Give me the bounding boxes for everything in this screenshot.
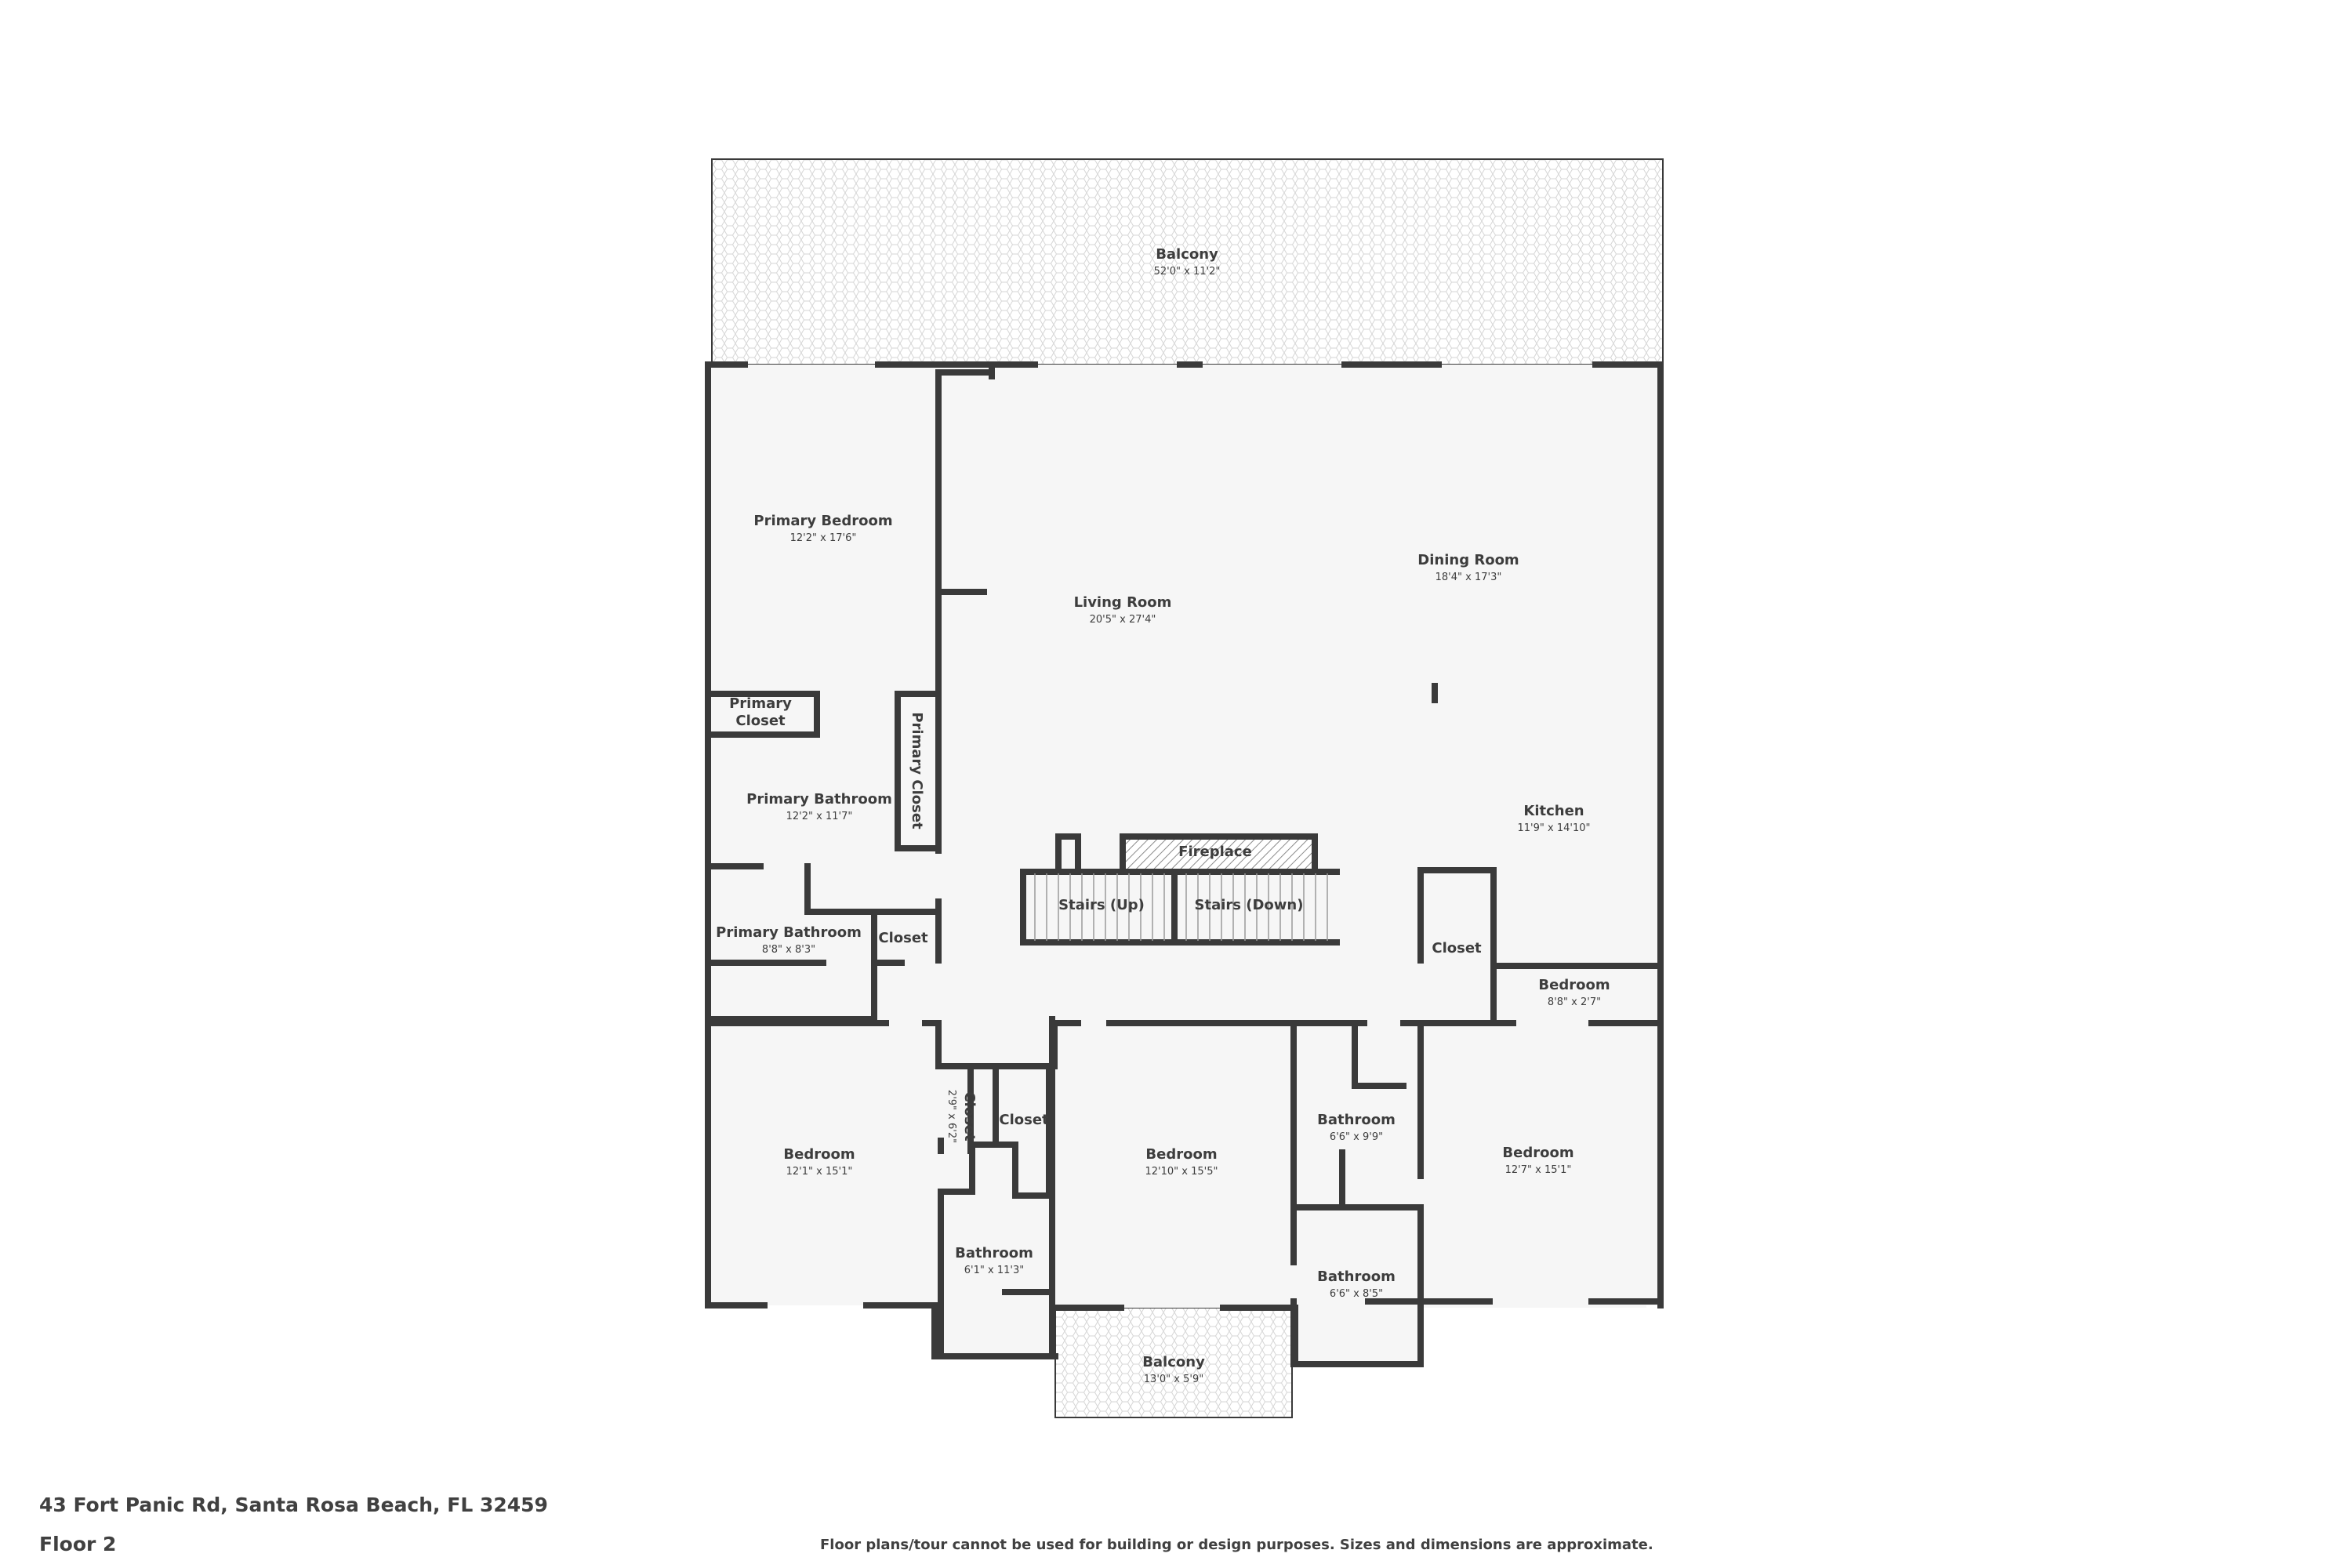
room-name-living-room: Living Room [1074,594,1172,611]
room-name-bedroom-middle: Bedroom [1145,1146,1217,1163]
room-labels: Balcony 52'0" x 11'2" Primary Bedroom 12… [716,246,1610,1385]
room-name-closet-hall: Closet [878,930,928,946]
room-dims-bedroom-right: 12'7" x 15'1" [1505,1164,1572,1176]
room-dims-bathroom-mid-lower: 6'6" x 8'5" [1330,1288,1383,1300]
fireplace-block [1120,833,1318,875]
balcony-top-area [711,158,1664,365]
room-dims-bedroom-middle: 12'10" x 15'5" [1145,1166,1218,1178]
room-name-primary-closet-small-l2: Closet [735,713,786,729]
room-name-primary-closet-vertical: Primary Closet [909,712,925,829]
room-name-bathroom-mid-lower: Bathroom [1317,1269,1396,1285]
room-name-balcony-top: Balcony [1156,246,1218,263]
room-dims-living-room: 20'5" x 27'4" [1090,614,1156,626]
room-dims-bathroom-mid-upper: 6'6" x 9'9" [1330,1131,1383,1143]
room-name-stairs-down: Stairs (Down) [1195,897,1304,913]
stair-treads [1034,873,1328,941]
room-name-bathroom-mid-upper: Bathroom [1317,1112,1396,1128]
room-name-dining-room: Dining Room [1417,552,1519,568]
room-name-primary-bathroom-1: Primary Bathroom [746,791,892,808]
room-dims-primary-bathroom-2: 8'8" x 8'3" [762,944,815,956]
room-name-primary-closet-small-l1: Primary [729,695,792,712]
balcony-bottom-area [1054,1307,1293,1418]
room-name-closet-mid: Closet [999,1112,1049,1128]
room-name-primary-bathroom-2: Primary Bathroom [716,924,862,941]
room-name-primary-bedroom: Primary Bedroom [753,513,892,529]
room-name-balcony-bottom: Balcony [1142,1354,1205,1370]
room-dims-bathroom-left: 6'1" x 11'3" [964,1265,1024,1276]
room-name-closet-narrow: Closet [961,1091,978,1142]
room-dims-kitchen: 11'9" x 14'10" [1518,822,1591,834]
room-dims-primary-bedroom: 12'2" x 17'6" [790,532,857,544]
property-address: 43 Fort Panic Rd, Santa Rosa Beach, FL 3… [39,1494,548,1516]
room-name-bedroom-right: Bedroom [1502,1145,1573,1161]
room-dims-bedroom-small: 8'8" x 2'7" [1548,996,1601,1008]
room-name-fireplace: Fireplace [1178,844,1252,860]
room-dims-closet-narrow: 2'9" x 6'2" [946,1090,957,1143]
floor-label: Floor 2 [39,1533,117,1555]
room-dims-primary-bathroom-1: 12'2" x 11'7" [786,811,853,822]
room-dims-balcony-bottom: 13'0" x 5'9" [1144,1374,1203,1385]
room-name-bathroom-left: Bathroom [955,1245,1033,1261]
room-dims-balcony-top: 52'0" x 11'2" [1154,266,1221,278]
room-dims-dining-room: 18'4" x 17'3" [1436,572,1502,583]
room-name-kitchen: Kitchen [1523,803,1584,819]
room-dims-bedroom-left: 12'1" x 15'1" [786,1166,853,1178]
room-name-closet-kitchen: Closet [1432,940,1482,956]
room-name-bedroom-left: Bedroom [783,1146,855,1163]
disclaimer-text: Floor plans/tour cannot be used for buil… [820,1537,1653,1553]
room-name-bedroom-small: Bedroom [1538,977,1610,993]
room-name-stairs-up: Stairs (Up) [1058,897,1145,913]
walls [705,361,1664,1367]
